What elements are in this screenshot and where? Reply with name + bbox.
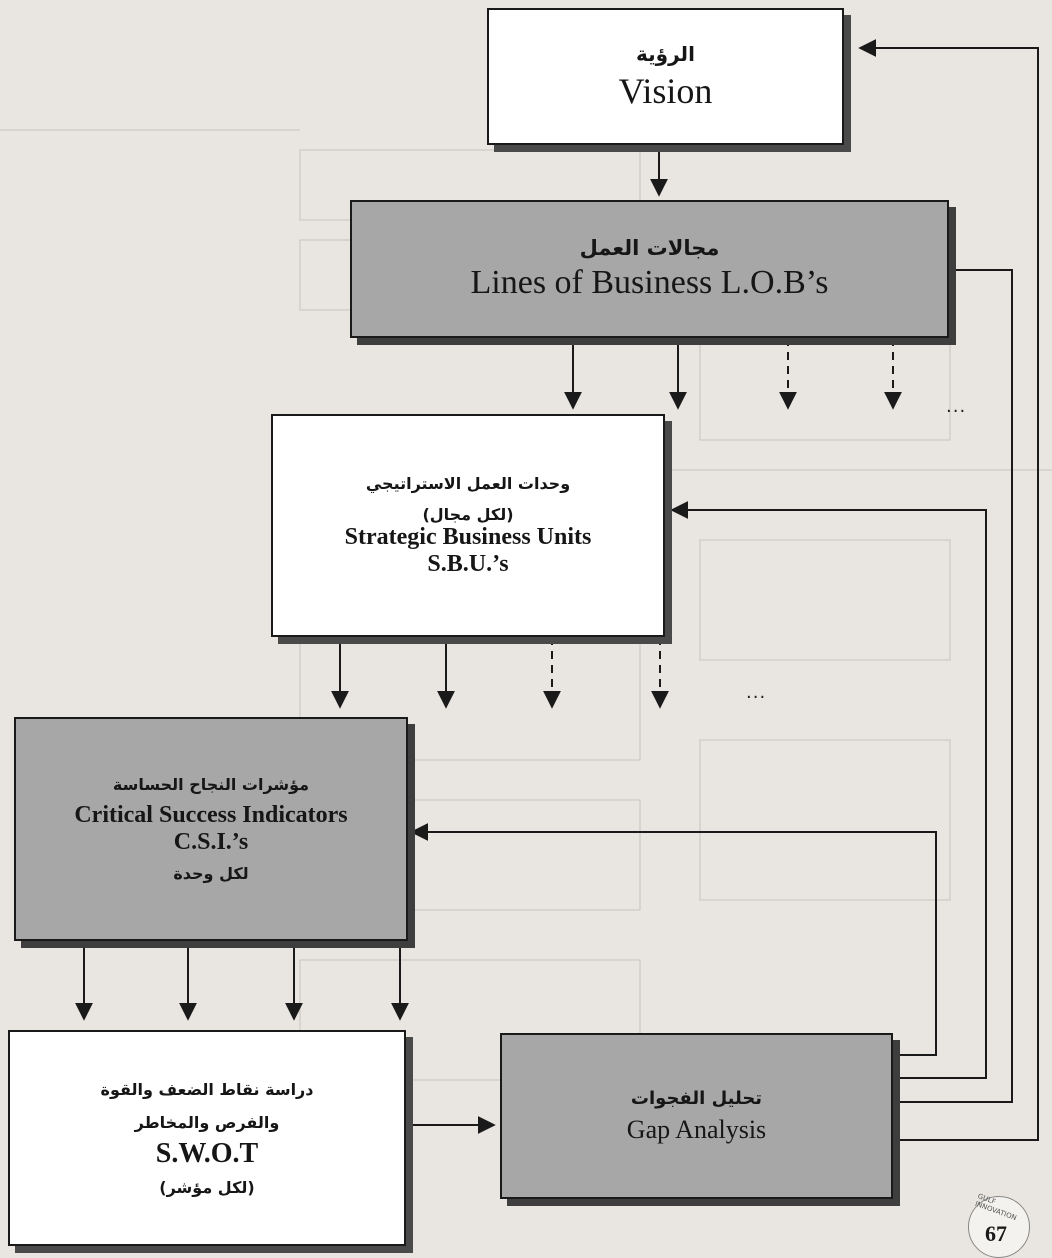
feedback-gap-to-csi: [410, 823, 937, 1056]
csi-english-label: Critical Success Indicators: [74, 802, 348, 828]
vision-arabic-label: الرؤية: [636, 41, 695, 66]
sbu-english-label: Strategic Business Units: [344, 523, 592, 550]
gap-english-label: Gap Analysis: [626, 1114, 767, 1144]
swot-box: دراسة نقاط الضعف والقوة والفرص والمخاطر …: [8, 1030, 406, 1246]
gap-arabic-label: تحليل الفجوات: [630, 1087, 763, 1109]
critical-success-indicators-box: مؤشرات النجاح الحساسة Critical Success I…: [14, 717, 408, 941]
sbu-arabic-sublabel: (لكل مجال): [422, 504, 514, 524]
csi-arabic-label: مؤشرات النجاح الحساسة: [112, 775, 310, 794]
sbu-arabic-label: وحدات العمل الاستراتيجي: [365, 473, 571, 493]
swot-arabic-sublabel: (لكل مؤشر): [159, 1177, 255, 1197]
page-number: 67: [985, 1221, 1007, 1246]
vision-english-label: Vision: [618, 70, 713, 111]
feedback-gap-to-sbu: [670, 501, 987, 1079]
lob-more-ellipsis: ...: [946, 396, 967, 417]
feedback-gap-to-vision: [858, 39, 1039, 1141]
feedback-gap-to-lob: [893, 269, 1013, 1103]
strategic-business-units-box: وحدات العمل الاستراتيجي (لكل مجال) Strat…: [271, 414, 665, 637]
lob-english-label: Lines of Business L.O.B’s: [470, 264, 829, 301]
swot-english-label: S.W.O.T: [155, 1137, 259, 1169]
csi-english-abbrev: C.S.I.’s: [173, 829, 249, 855]
lob-arabic-label: مجالات العمل: [579, 236, 720, 260]
sbu-english-abbrev: S.B.U.’s: [427, 550, 509, 577]
gap-analysis-box: تحليل الفجوات Gap Analysis: [500, 1033, 893, 1199]
swot-arabic-label-2: والفرص والمخاطر: [134, 1112, 280, 1132]
sbu-more-ellipsis: ...: [746, 682, 767, 703]
lines-of-business-box: مجالات العمل Lines of Business L.O.B’s: [350, 200, 949, 338]
vision-box: الرؤية Vision: [487, 8, 844, 145]
swot-arabic-label: دراسة نقاط الضعف والقوة: [100, 1079, 314, 1099]
page-number-badge: GULF INNOVATION 67: [968, 1192, 1030, 1258]
csi-arabic-sublabel: لكل وحدة: [173, 864, 249, 883]
